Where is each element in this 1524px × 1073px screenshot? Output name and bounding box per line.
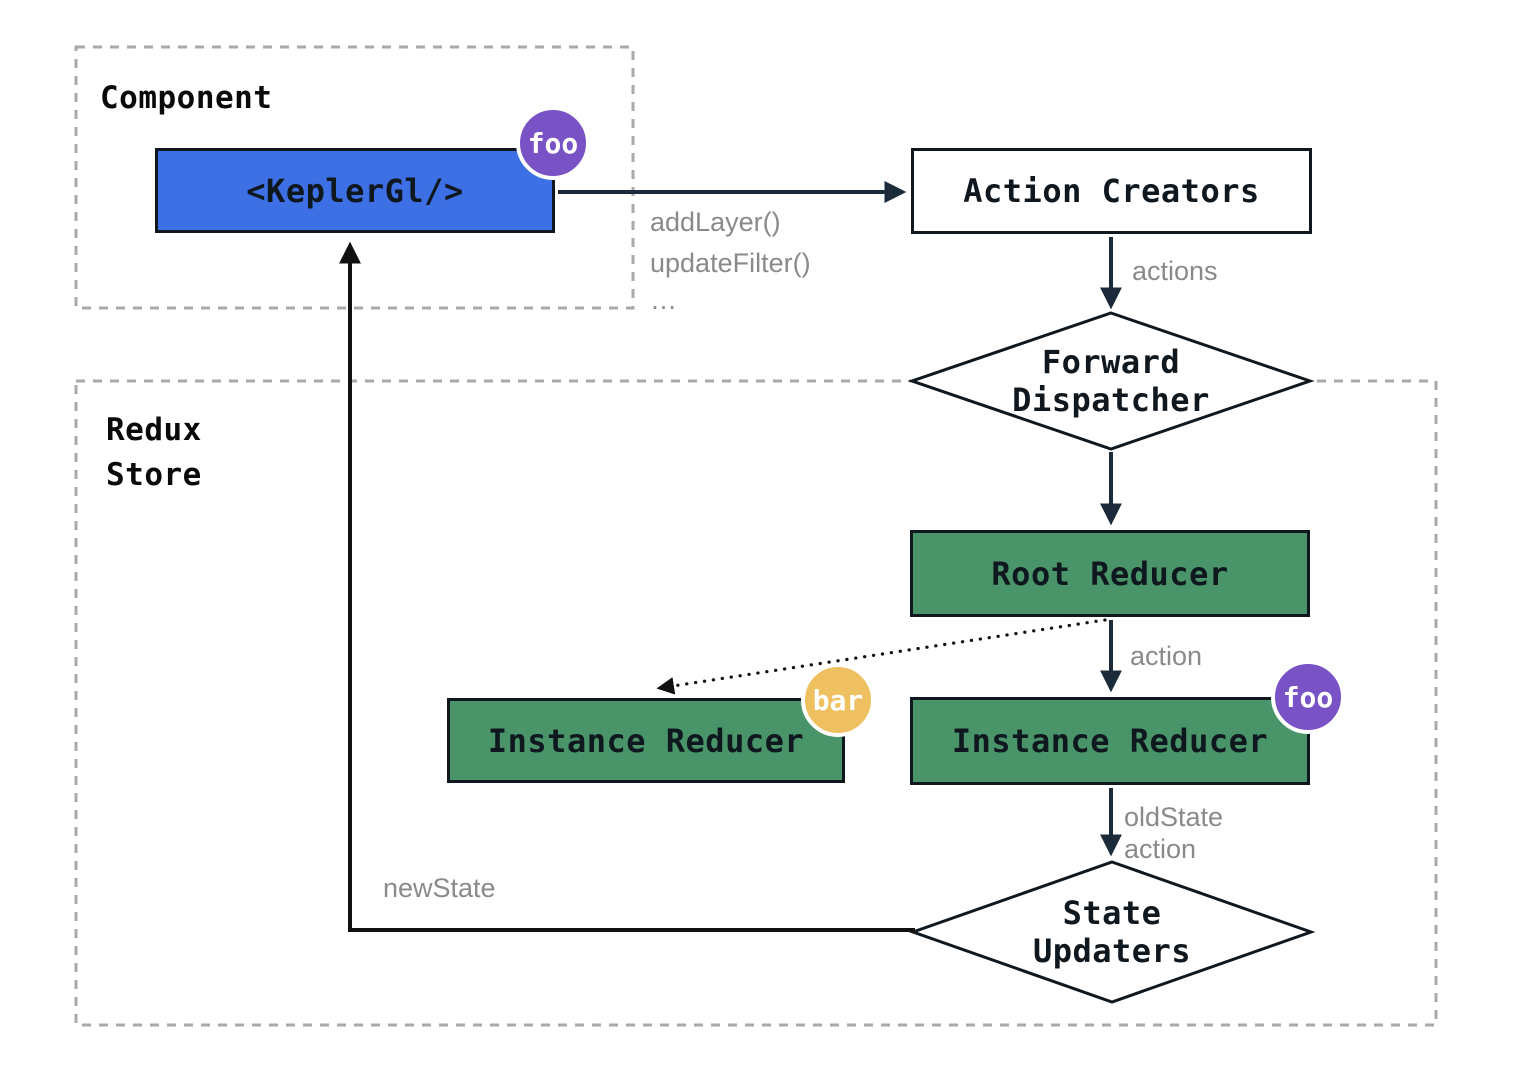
state-updaters-line1: State [1062,894,1162,932]
edge-label-updatefilter: updateFilter() [650,248,811,278]
node-instance-reducer-bar-label: Instance Reducer [487,721,805,760]
redux-store-group-label: Redux Store [106,408,202,498]
badge-bar-reducer-text: bar [812,683,864,717]
forward-dispatcher-label: Forward Dispatcher [911,343,1311,419]
redux-store-label-line1: Redux [106,412,202,448]
badge-foo-reducer: foo [1271,660,1345,734]
redux-store-label-line2: Store [106,457,202,493]
edge-label-actions: actions [1132,256,1218,286]
node-root-reducer-label: Root Reducer [991,554,1229,593]
redux-store-group-boundary [74,379,1438,1027]
arrow-newstate-back-to-kepler [339,241,915,932]
edge-label-addlayer: addLayer() [650,207,781,237]
edge-label-action: action [1130,641,1203,671]
badge-foo-component: foo [516,106,590,180]
edge-label-oldstate-action: action [1124,834,1197,864]
edge-label-oldstate: oldState [1124,802,1224,832]
state-updaters-line2: Updaters [1032,932,1192,970]
badge-foo-reducer-text: foo [1282,680,1334,714]
arrow-root-to-instance-reducer-bar-dotted [656,618,1107,695]
state-updaters-diamond [908,860,1316,1004]
component-group-label-text: Component [100,80,273,116]
edge-label-ellipsis: … [650,285,677,315]
edge-label-newstate: newState [383,873,496,903]
component-group-boundary [74,45,635,310]
node-instance-reducer-foo-label: Instance Reducer [951,722,1269,760]
node-instance-reducer-foo: Instance Reducer [910,697,1310,785]
state-updaters-label: State Updaters [912,894,1312,970]
badge-bar-reducer: bar [801,663,875,737]
forward-dispatcher-line2: Dispatcher [1012,381,1210,419]
forward-dispatcher-line1: Forward [1041,343,1181,381]
node-action-creators-label: Action Creators [963,172,1260,210]
node-kepler-gl: <KeplerGl/> [155,148,555,233]
node-root-reducer: Root Reducer [910,530,1310,617]
node-instance-reducer-bar: Instance Reducer [447,698,845,783]
forward-dispatcher-diamond [907,311,1315,451]
node-kepler-gl-label: <KeplerGl/> [246,171,464,210]
component-group-label: Component [100,76,272,121]
badge-foo-component-text: foo [527,126,579,160]
node-action-creators: Action Creators [911,148,1312,234]
